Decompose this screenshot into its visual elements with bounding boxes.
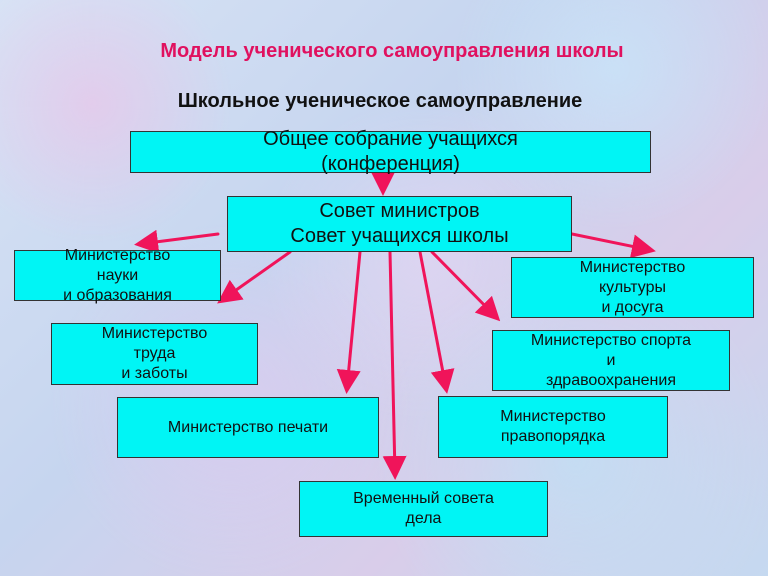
node-min-sport: Министерство спорта и здравоохранения — [492, 330, 730, 391]
arrow-to-culture — [570, 232, 656, 259]
page-subtitle: Школьное ученическое самоуправление — [177, 90, 583, 112]
node-min-labor: Министерство труда и заботы — [51, 323, 258, 385]
node-general-assembly: Общее собрание учащихся (конференция) — [130, 128, 651, 175]
node-min-order: Министерство правопорядка — [438, 396, 668, 458]
arrow-to-order — [418, 250, 455, 394]
node-min-science: Министерство науки и образования — [14, 247, 221, 304]
arrow-to-sport — [430, 250, 501, 322]
node-temp-council: Временный совета дела — [299, 481, 548, 537]
node-min-culture: Министерство культуры и досуга — [511, 257, 754, 318]
arrow-to-labor — [217, 250, 292, 304]
arrow-to-science — [134, 229, 220, 254]
page-title: Модель ученического самоуправления школы — [160, 40, 624, 62]
arrow-to-press — [336, 250, 362, 394]
arrow-to-temp-council — [382, 250, 407, 480]
node-min-press: Министерство печати — [117, 397, 379, 458]
node-council: Совет министров Совет учащихся школы — [227, 196, 572, 252]
